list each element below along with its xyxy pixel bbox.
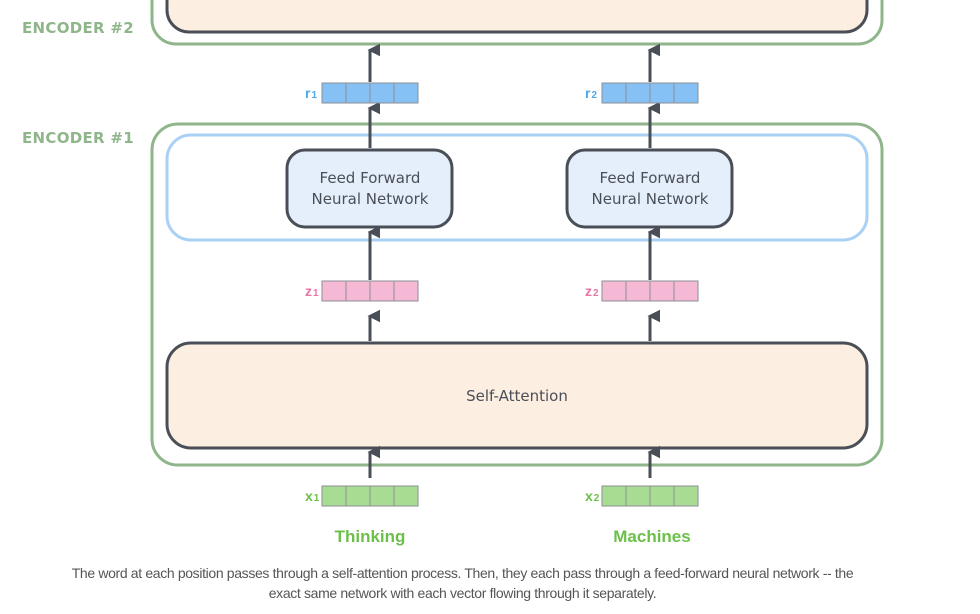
vector-cell <box>673 82 699 104</box>
r-vector-1: r1 <box>305 82 419 104</box>
z-vector-label: z1 <box>305 283 319 299</box>
feed-forward-group <box>165 133 869 242</box>
vector-cell <box>673 485 699 507</box>
vector-cell <box>369 82 395 104</box>
vector-cell <box>345 82 371 104</box>
vector-cell <box>649 280 675 302</box>
vector-cell <box>625 485 651 507</box>
vector-cell <box>345 485 371 507</box>
encoder-1-box <box>150 122 884 467</box>
vector-cell <box>369 485 395 507</box>
vector-cell <box>393 485 419 507</box>
vector-cell <box>393 280 419 302</box>
r-vector-2: r2 <box>585 82 699 104</box>
caption-line-2: exact same network with each vector flow… <box>268 585 657 601</box>
ffnn-label-line1: Feed Forward <box>320 169 421 187</box>
encoder-2-self-attention-box <box>165 0 869 34</box>
encoder-1-label: ENCODER #1 <box>22 129 134 147</box>
self-attention-label: Self-Attention <box>466 387 568 405</box>
encoder-diagram: ENCODER #2 ENCODER #1 Feed Forward Neura… <box>22 0 884 546</box>
vector-cell <box>673 280 699 302</box>
z-vector-label: z2 <box>585 283 599 299</box>
vector-cell <box>345 280 371 302</box>
encoder-2-box <box>150 0 884 46</box>
z-vector-1: z1 <box>305 280 419 302</box>
encoder-2-label: ENCODER #2 <box>22 19 134 37</box>
ffnn-box-1: Feed Forward Neural Network <box>285 148 454 229</box>
ffnn-label-line2: Neural Network <box>312 190 429 208</box>
r-vector-label: r2 <box>585 85 597 101</box>
x-vector-label: x2 <box>585 488 600 504</box>
vector-cell <box>649 82 675 104</box>
x-vector-1: x1 <box>305 485 419 507</box>
self-attention-box <box>165 341 869 450</box>
vector-cell <box>649 485 675 507</box>
ffnn-box-2: Feed Forward Neural Network <box>565 148 734 229</box>
ffnn-label-line2: Neural Network <box>592 190 709 208</box>
caption-line-1: The word at each position passes through… <box>71 565 854 581</box>
x-vector-2: x2 <box>585 485 699 507</box>
ffnn-label-line1: Feed Forward <box>600 169 701 187</box>
z-vector-2: z2 <box>585 280 699 302</box>
vector-cell <box>393 82 419 104</box>
x-vector-label: x1 <box>305 488 320 504</box>
vector-cell <box>625 280 651 302</box>
vector-cell <box>601 82 627 104</box>
vector-cell <box>601 485 627 507</box>
vector-cell <box>321 485 347 507</box>
input-word-2: Machines <box>613 527 690 546</box>
r-vector-label: r1 <box>305 85 317 101</box>
figure-caption: The word at each position passes through… <box>0 563 925 603</box>
vector-cell <box>601 280 627 302</box>
vector-cell <box>321 280 347 302</box>
vector-cell <box>625 82 651 104</box>
input-word-1: Thinking <box>335 527 406 546</box>
vector-cell <box>369 280 395 302</box>
vector-cell <box>321 82 347 104</box>
